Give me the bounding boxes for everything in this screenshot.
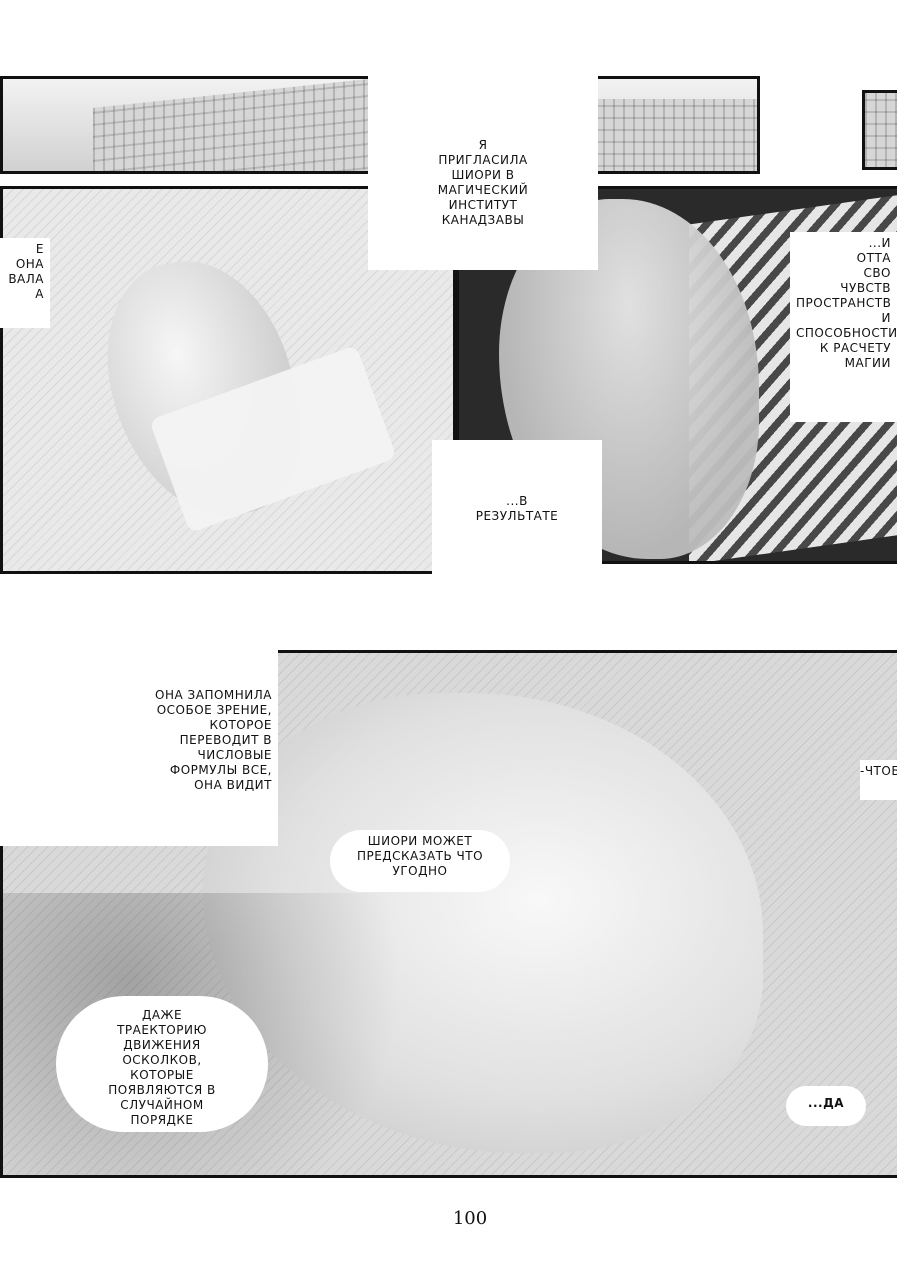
page-number: 100	[452, 1208, 488, 1229]
text-line: институт	[448, 198, 518, 212]
text-line: которые	[130, 1068, 194, 1082]
building-art-edge	[865, 93, 897, 167]
text-line: Шиори в	[451, 168, 515, 182]
text-line: магический	[437, 183, 529, 197]
narration-result: ...В результате	[432, 440, 602, 580]
text-line: числовые	[197, 748, 272, 762]
text-line: Я	[478, 138, 488, 152]
text-line: к расчету	[819, 341, 891, 355]
text-line: е она	[15, 242, 44, 271]
text-line: чувств	[840, 281, 891, 295]
text-line: угодно	[392, 864, 448, 878]
text-line: способности	[796, 326, 897, 340]
text-line: движения	[123, 1038, 201, 1052]
panel-right-strip	[862, 90, 897, 170]
text-line: порядке	[130, 1113, 194, 1127]
text-line: траекторию	[117, 1023, 207, 1037]
text-line: а	[35, 287, 44, 301]
text-line: отта	[856, 251, 891, 265]
text-line: Шиори может	[367, 834, 473, 848]
text-line: и	[881, 311, 891, 325]
text-line: она видит	[194, 778, 272, 792]
speech-sfx-da: ...да	[786, 1086, 866, 1126]
text-line: осколков,	[122, 1053, 202, 1067]
narration-invite: Я пригласила Шиори в магический институт…	[368, 60, 598, 270]
text-line: вала	[8, 272, 44, 286]
text-line: формулы все,	[169, 763, 272, 777]
narration-left-cut: е она вала а	[0, 238, 50, 328]
text-line: Она запомнила	[155, 688, 272, 702]
text-line: ...В	[506, 494, 528, 508]
text-line: появляются в	[108, 1083, 216, 1097]
text-line: сво	[863, 266, 891, 280]
narration-abilities: ...и отта сво чувств пространств и спосо…	[790, 232, 897, 422]
text-line: особое зрение,	[156, 703, 272, 717]
text-line: переводит в	[179, 733, 272, 747]
text-line: ...да	[807, 1096, 845, 1110]
text-line: Канадзавы	[441, 213, 525, 227]
text-line: пространств	[796, 296, 892, 310]
text-line: результате	[475, 509, 559, 523]
text-line: предсказать что	[356, 849, 484, 863]
speech-trajectory: даже траекторию движения осколков, котор…	[56, 996, 268, 1132]
narration-memory: Она запомнила особое зрение, которое пер…	[0, 606, 278, 846]
text-line: ...и	[868, 236, 891, 250]
text-line: пригласила	[438, 153, 528, 167]
text-line: магии	[844, 356, 891, 370]
text-line: которое	[209, 718, 272, 732]
text-line: -чтоб	[860, 764, 897, 778]
speech-predict: Шиори может предсказать что угодно	[330, 830, 510, 892]
text-line: случайном	[120, 1098, 204, 1112]
face-art	[203, 693, 763, 1153]
text-line: даже	[141, 1008, 183, 1022]
narration-right-edge: -чтоб	[860, 760, 897, 800]
